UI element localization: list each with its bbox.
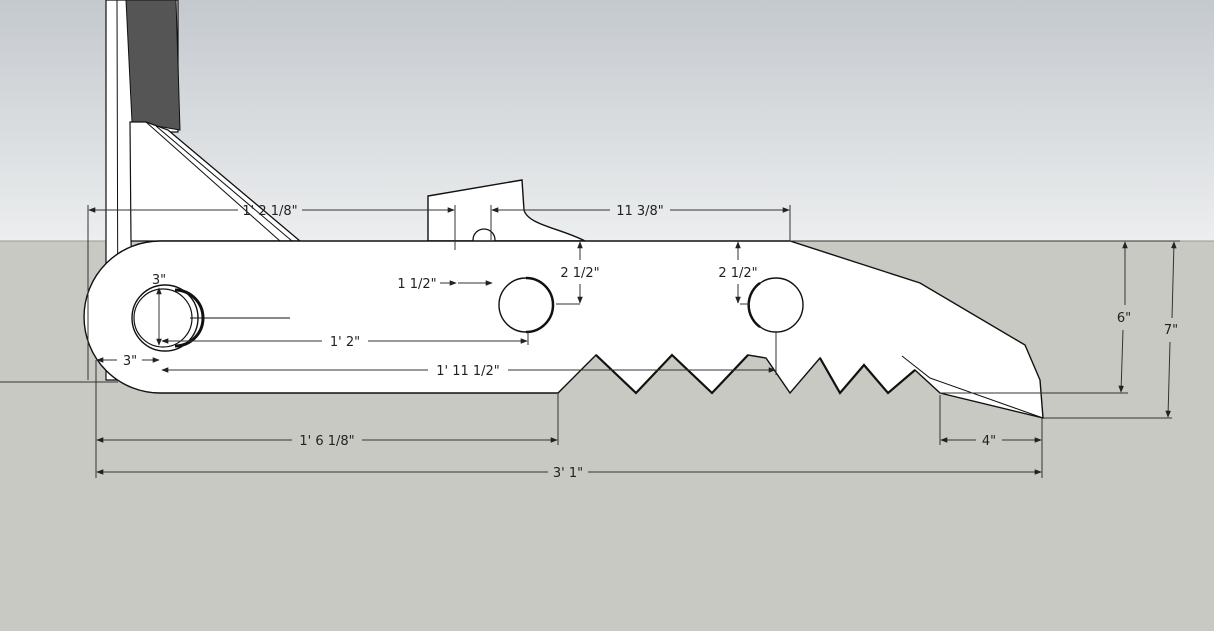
- dim-top-overall: 1' 2 1/8": [88, 204, 455, 219]
- dim-pivot-to-hole2-label: 1' 11 1/2": [436, 364, 500, 379]
- dim-pivot-diameter: 3": [152, 273, 166, 346]
- dim-hole2-offset: 2 1/2": [718, 241, 758, 304]
- dim-tip-length: 4": [940, 434, 1042, 449]
- dim-hole2-offset-label: 2 1/2": [718, 266, 757, 281]
- dim-bar-height-label: 6": [1117, 311, 1131, 326]
- dim-tip-height-label: 7": [1164, 323, 1178, 338]
- gusset-plate: [129, 121, 302, 242]
- pivot-boss: [131, 284, 290, 352]
- dim-pivot-diameter-label: 3": [152, 273, 166, 288]
- dim-top-overall-label: 1' 2 1/8": [242, 204, 297, 219]
- dim-pivot-to-hole1-label: 1' 2": [330, 335, 360, 350]
- teeth-shading: [595, 353, 1044, 419]
- pin-hole-1: [498, 276, 555, 334]
- dim-hole1-offset-label: 2 1/2": [560, 266, 599, 281]
- dim-bar-height: 6": [1117, 241, 1131, 393]
- dim-to-teeth-start: 1' 6 1/8": [96, 434, 558, 449]
- pin-hole-2: [747, 277, 804, 333]
- dim-pivot-to-hole1: 1' 2": [161, 335, 528, 350]
- dim-overall-length-label: 3' 1": [553, 466, 583, 481]
- dim-notch-to-hole-label: 11 3/8": [616, 204, 664, 219]
- dim-notch-to-hole: 11 3/8": [491, 204, 790, 219]
- dim-end-radius-label: 3": [123, 354, 137, 369]
- dim-pivot-to-hole2: 1' 11 1/2": [161, 364, 776, 379]
- dim-to-teeth-start-label: 1' 6 1/8": [299, 434, 354, 449]
- dim-tip-height: 7": [1164, 241, 1178, 418]
- extension-lines: [0, 205, 1180, 478]
- dim-overall-length: 3' 1": [96, 466, 1042, 481]
- dim-end-radius: 3": [96, 354, 160, 369]
- dim-hole1-offset: 2 1/2": [560, 241, 600, 304]
- dim-tip-length-label: 4": [982, 434, 996, 449]
- dim-notch-width: 1 1/2": [397, 277, 493, 292]
- dim-notch-width-label: 1 1/2": [397, 277, 436, 292]
